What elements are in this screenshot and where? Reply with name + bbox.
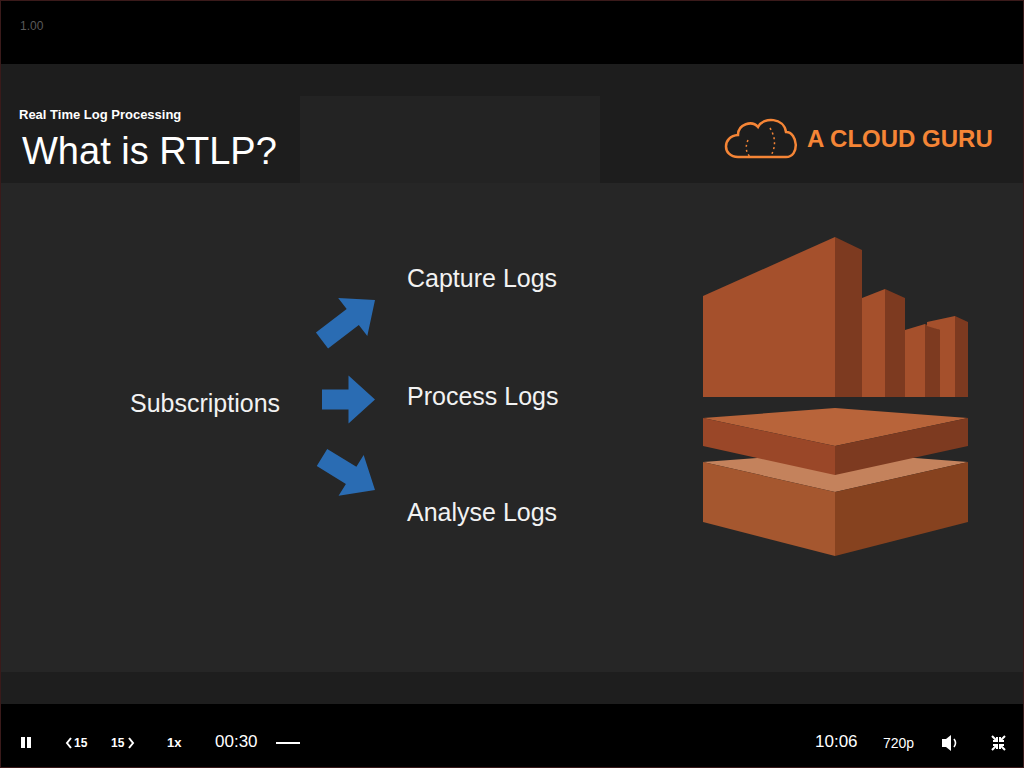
volume-icon xyxy=(942,735,956,751)
node-text: Subscriptions xyxy=(130,388,322,418)
rewind-chevron xyxy=(67,738,71,748)
quality-button: 720p xyxy=(883,735,914,752)
kinesis-icon xyxy=(703,237,968,556)
node-text: Capture Logs xyxy=(407,263,565,293)
exit-fullscreen-icon xyxy=(992,736,1005,750)
node-text: Analyse Logs xyxy=(407,497,565,527)
elapsed-time: 00:30 xyxy=(215,732,258,752)
faded-photo xyxy=(300,96,600,183)
playback-rate: 1.00 xyxy=(20,19,43,33)
top-bar xyxy=(0,0,1024,64)
rewind-seconds: 15 xyxy=(74,736,87,750)
pause-icon xyxy=(21,737,31,748)
slide-bottom xyxy=(0,672,1024,704)
slide-subtitle: Real Time Log Processing xyxy=(19,107,181,123)
speed-button: 1x xyxy=(167,735,181,751)
forward-seconds: 15 xyxy=(111,736,124,750)
stage-label: Capture Logs xyxy=(375,256,565,300)
total-time: 10:06 xyxy=(815,732,858,752)
node-text: Process Logs xyxy=(407,381,566,411)
block-arrow xyxy=(316,298,375,349)
control-bar xyxy=(0,704,1024,768)
stage-label: Process Logs xyxy=(375,374,566,418)
slide-ground xyxy=(0,64,1024,672)
forward-chevron xyxy=(129,738,133,748)
block-arrow xyxy=(317,449,375,496)
source-label: Subscriptions xyxy=(120,333,322,473)
progress-line xyxy=(276,742,300,744)
slide-title: What is RTLP? xyxy=(22,129,277,175)
block-arrow xyxy=(322,376,375,424)
slide-header xyxy=(0,64,1024,183)
stage-label: Analyse Logs xyxy=(375,490,565,534)
cloud-logo xyxy=(726,120,796,157)
brand-name: A CLOUD GURU xyxy=(807,125,993,154)
